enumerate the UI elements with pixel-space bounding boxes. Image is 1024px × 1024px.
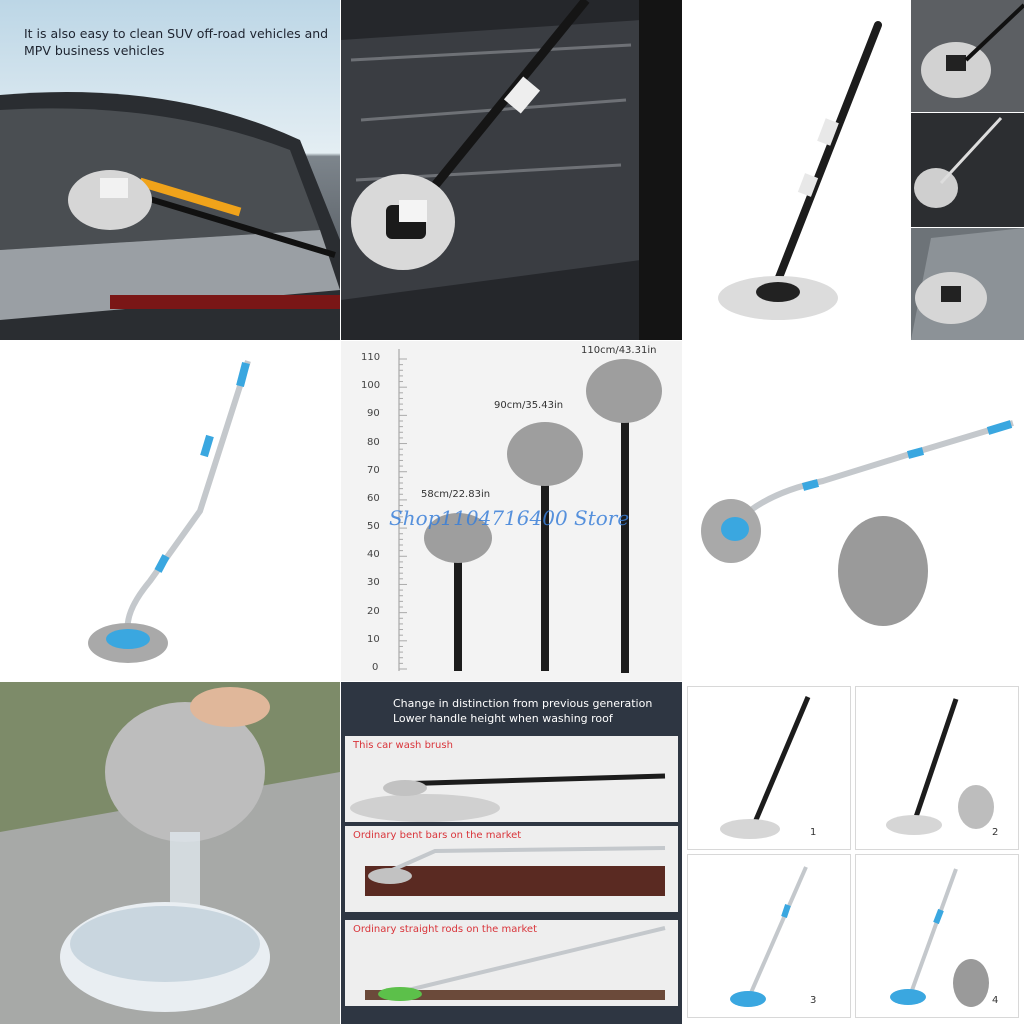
- variant-1-number: 1: [810, 827, 817, 838]
- ruler-tick-label: 20: [367, 605, 380, 617]
- panel-rear-windshield: It is also easy to clean SUV off-road ve…: [0, 0, 340, 340]
- variant-4: 4: [855, 854, 1019, 1018]
- panel-variants: 1 2 3 4: [683, 682, 1024, 1024]
- variant-3: 3: [687, 854, 851, 1018]
- ruler-tick-label: 30: [367, 577, 380, 589]
- panel-comparison: Change in distinction from previous gene…: [341, 682, 682, 1024]
- panel-door-wash: [341, 0, 682, 340]
- variant-2: 2: [855, 686, 1019, 850]
- panel-product-black: [683, 0, 910, 340]
- variant-3-image: [730, 866, 808, 1007]
- thumb-2: [911, 113, 1024, 227]
- variant-3-number: 3: [810, 995, 817, 1006]
- caption-line-1: It is also easy to clean SUV off-road ve…: [24, 26, 329, 41]
- comparison-row-1: This car wash brush: [345, 736, 678, 822]
- comparison-header-1: Change in distinction from previous gene…: [393, 697, 653, 710]
- variant-2-number: 2: [992, 827, 999, 838]
- row-3-illustration: [365, 926, 666, 1001]
- thumb-2-photo: [911, 113, 1024, 227]
- variant-4-image: [890, 868, 989, 1007]
- ruler-tick-label: 80: [367, 436, 380, 448]
- row-2-illustration: [365, 846, 666, 896]
- blue-brush-and-pad: [701, 420, 1014, 626]
- blue-handle-brush: [88, 360, 251, 663]
- three-length-mops: [424, 359, 662, 673]
- ruler-tick-label: 90: [367, 408, 380, 420]
- rear-windshield-photo: [0, 92, 340, 340]
- panel-wring-mop: [0, 682, 340, 1024]
- thumb-3: [911, 228, 1024, 340]
- black-handle-brush: [718, 21, 882, 320]
- ruler-tick-label: 100: [361, 380, 381, 392]
- thumb-1: [911, 0, 1024, 112]
- panel-blue-with-pad: [683, 341, 1024, 681]
- comparison-row-3: Ordinary straight rods on the market: [345, 920, 678, 1006]
- label-58cm: 58cm/22.83in: [421, 489, 491, 500]
- comparison-row-2: Ordinary bent bars on the market: [345, 826, 678, 912]
- row-3-label: Ordinary straight rods on the market: [353, 924, 537, 935]
- ruler-tick-label: 40: [367, 549, 380, 561]
- row-1-label: This car wash brush: [353, 740, 453, 751]
- ruler-tick-label: 50: [367, 521, 380, 533]
- ruler-tick-label: 60: [367, 492, 380, 504]
- thumb-1-photo: [911, 0, 1024, 112]
- row-1-illustration: [350, 773, 666, 822]
- thumb-3-photo: [911, 228, 1024, 340]
- label-90cm: 90cm/35.43in: [494, 400, 564, 411]
- comparison-header-2: Lower handle height when washing roof: [393, 712, 613, 725]
- ruler-tick-label: 0: [372, 662, 379, 673]
- door-wash-photo: [341, 0, 682, 340]
- wring-mop-photo: [0, 682, 340, 1024]
- label-110cm: 110cm/43.31in: [581, 345, 657, 356]
- variant-2-image: [886, 698, 994, 835]
- ruler-tick-label: 110: [361, 352, 381, 363]
- caption-line-2: MPV business vehicles: [24, 43, 165, 58]
- variant-1-image: [720, 696, 811, 839]
- ruler-tick-label: 70: [367, 464, 380, 476]
- variant-4-number: 4: [992, 995, 999, 1006]
- panel-blue-bent-handle: [0, 341, 340, 681]
- ruler-tick-label: 10: [367, 633, 380, 645]
- variant-1: 1: [687, 686, 851, 850]
- row-2-label: Ordinary bent bars on the market: [353, 830, 522, 841]
- store-watermark: Shop1104716400 Store: [389, 506, 630, 530]
- height-ruler: [398, 349, 407, 671]
